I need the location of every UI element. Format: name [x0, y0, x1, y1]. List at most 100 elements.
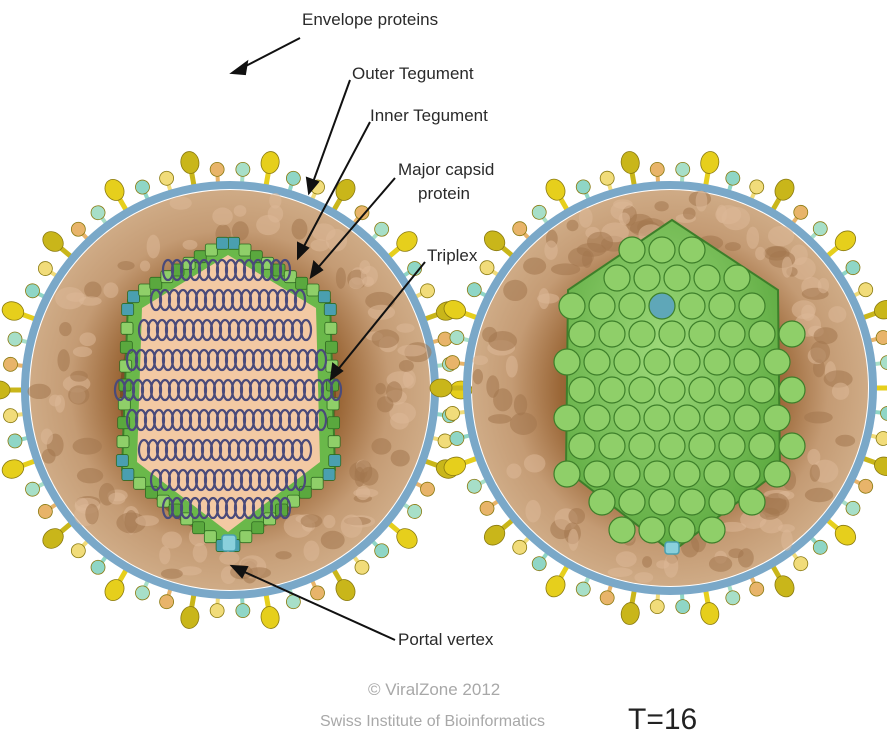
- tegument-blotch: [390, 413, 409, 430]
- hexon: [569, 377, 595, 403]
- hexon: [629, 433, 655, 459]
- hexon: [689, 377, 715, 403]
- tegument-blotch: [386, 381, 402, 402]
- tegument-blotch: [55, 395, 65, 413]
- hexon: [584, 349, 610, 375]
- hexon: [679, 237, 705, 263]
- capsomere: [239, 244, 251, 256]
- tegument-blotch: [524, 454, 546, 472]
- virion-external-view: [430, 150, 887, 626]
- tegument-blotch: [41, 429, 53, 445]
- tegument-blotch: [696, 191, 708, 212]
- arrowhead: [232, 62, 247, 74]
- capsomere: [328, 417, 340, 429]
- capsomere: [139, 284, 151, 296]
- envelope-glycoprotein: [259, 605, 281, 630]
- label-envelope-proteins: Envelope proteins: [302, 10, 438, 30]
- envelope-glycoprotein: [542, 572, 569, 600]
- hexon: [629, 377, 655, 403]
- tegument-blotch: [619, 213, 630, 225]
- tegument-blotch: [159, 546, 170, 564]
- envelope-glycoprotein: [880, 406, 887, 422]
- envelope-glycoprotein: [574, 580, 592, 598]
- tegument-blotch: [642, 556, 652, 568]
- capsomere: [145, 486, 157, 498]
- triplex: [318, 291, 330, 303]
- tegument-blotch: [323, 515, 335, 528]
- hexon: [739, 293, 765, 319]
- envelope-glycoprotein: [619, 601, 641, 626]
- triplex: [122, 468, 134, 480]
- tegument-blotch: [161, 569, 183, 579]
- envelope-glycoprotein: [210, 162, 225, 177]
- envelope-glycoprotein: [699, 150, 721, 175]
- tegument-blotch: [782, 256, 792, 277]
- hexon: [719, 321, 745, 347]
- hexon: [649, 489, 675, 515]
- hexon: [699, 517, 725, 543]
- hexon: [634, 265, 660, 291]
- hexon: [589, 293, 615, 319]
- tegument-blotch: [493, 388, 512, 411]
- tegument-blotch: [70, 371, 88, 382]
- tegument-blotch: [525, 500, 540, 523]
- envelope-glycoprotein: [0, 457, 26, 481]
- capsomere: [150, 277, 162, 289]
- tegument-blotch: [292, 219, 308, 240]
- hexon: [614, 461, 640, 487]
- portal-vertex-shape: [222, 535, 236, 551]
- capsomere: [204, 531, 216, 543]
- tegument-blotch: [804, 411, 833, 423]
- tegument-blotch: [781, 529, 793, 550]
- capsomere: [205, 244, 217, 256]
- tegument-blotch: [135, 515, 159, 526]
- envelope-glycoprotein: [771, 572, 798, 600]
- tegument-blotch: [728, 548, 743, 558]
- tegument-blotch: [403, 370, 416, 389]
- envelope-glycoprotein: [23, 281, 42, 300]
- tegument-blotch: [336, 267, 346, 288]
- capsomere: [307, 284, 319, 296]
- capsomere: [121, 322, 133, 334]
- tegument-blotch: [503, 280, 527, 301]
- tegument-blotch: [396, 323, 414, 332]
- envelope-glycoprotein: [675, 162, 690, 177]
- envelope-glycoprotein: [748, 178, 766, 196]
- hexon: [709, 293, 735, 319]
- hexon: [629, 321, 655, 347]
- capsomere: [325, 341, 337, 353]
- envelope-glycoprotein: [872, 454, 887, 478]
- tegument-blotch: [551, 263, 580, 275]
- envelope-glycoprotein: [598, 589, 615, 606]
- envelope-glycoprotein: [332, 176, 359, 204]
- hexon: [779, 433, 805, 459]
- tegument-blotch: [523, 258, 546, 275]
- triplex: [128, 291, 140, 303]
- envelope-glycoprotein: [235, 603, 250, 618]
- tegument-blotch: [301, 514, 323, 527]
- hexon: [569, 321, 595, 347]
- envelope-glycoprotein: [880, 355, 887, 371]
- tegument-blotch: [219, 551, 239, 564]
- tegument-blotch: [778, 524, 795, 532]
- tegument-blotch: [73, 347, 92, 358]
- label-triplex: Triplex: [427, 246, 477, 266]
- envelope-glycoprotein: [430, 379, 452, 397]
- hexon: [749, 433, 775, 459]
- envelope-glycoprotein: [418, 281, 437, 300]
- tegument-blotch: [147, 235, 160, 259]
- tegument-blotch: [814, 327, 838, 344]
- tegument-blotch: [353, 488, 378, 497]
- capsomere: [296, 277, 308, 289]
- tegument-blotch: [768, 226, 794, 246]
- tegument-blotch: [506, 356, 518, 378]
- envelope-glycoprotein: [308, 584, 326, 602]
- tegument-blotch: [810, 464, 820, 481]
- envelope-glycoprotein: [724, 589, 741, 606]
- capsomere: [252, 522, 264, 534]
- hexon: [734, 461, 760, 487]
- label-portal-vertex: Portal vertex: [398, 630, 493, 650]
- hexon: [609, 517, 635, 543]
- tegument-blotch: [510, 412, 537, 435]
- capsomere: [328, 436, 340, 448]
